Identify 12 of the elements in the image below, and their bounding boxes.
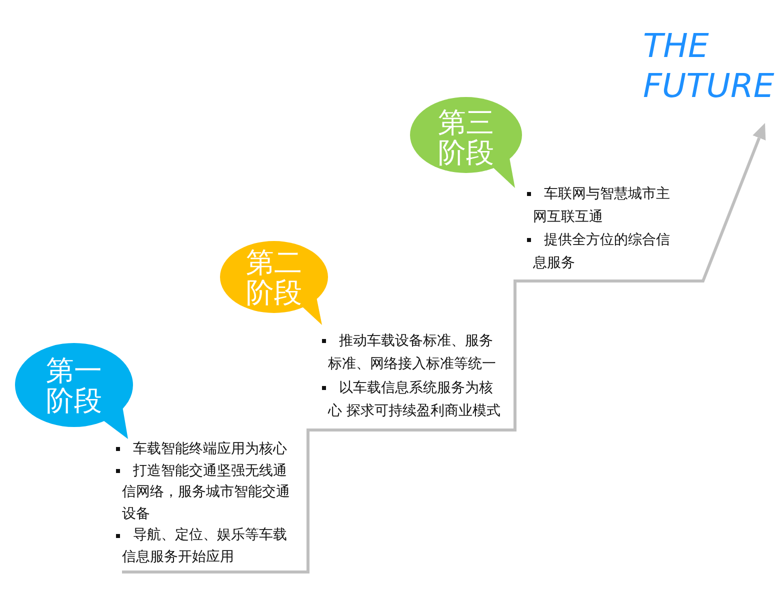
stage-label: 第一阶段 (45, 356, 103, 416)
heading: THE FUTURE (643, 26, 776, 106)
list-item-text: 推动车载设备标准、服务标准、网络接入标准等统一 (328, 332, 497, 374)
list-item-text: 以车载信息系统服务为核心 探求可持续盈利商业模式 (328, 378, 502, 421)
list-item-text: 车载智能终端应用为核心 (132, 440, 288, 459)
stage-label: 第二阶段 (245, 248, 303, 308)
list-item-text: 车联网与智慧城市主网互联互通 (533, 184, 671, 226)
staircase-arrow (122, 123, 766, 574)
list-item-text: 导航、定位、娱乐等车载信息服务开始应用 (122, 526, 288, 567)
list-item-text: 打造智能交通坚强无线通信网络，服务城市智能交通设备 (122, 462, 291, 524)
list-item-text: 提供全方位的综合信息服务 (533, 230, 671, 272)
stage-label: 第三阶段 (437, 108, 495, 168)
